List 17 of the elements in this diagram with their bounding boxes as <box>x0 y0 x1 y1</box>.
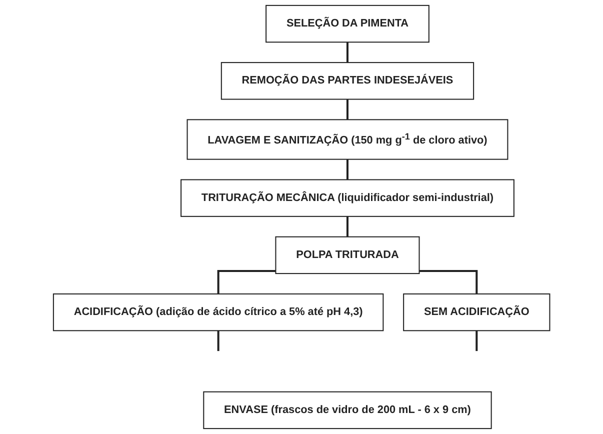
node-box <box>265 4 430 43</box>
connector <box>346 98 348 120</box>
node-box <box>180 179 514 217</box>
node-box <box>402 293 550 332</box>
node-box <box>203 391 492 430</box>
connector <box>476 330 478 352</box>
node-box <box>275 236 420 274</box>
connector <box>346 215 348 237</box>
connector <box>217 330 220 352</box>
flowchart: SELEÇÃO DA PIMENTA REMOÇÃO DAS PARTES INDESEJÁVEIS LAVAGEM E SANITIZAÇÃO (150 mg g$^{-1}$ de cloro ativo) TRITURAÇÃO MECÂNICA (liquidificador semi-industrial) POLPA TRITURADA ACIDIFICAÇÃO (adição de ácido cítrico a 5% até pH 4,3) SEM ACIDIFICAÇÃO ENVASE (frascos de vidro de 200 mL - 6 x 9 cm) <box>48 0 556 434</box>
connector <box>346 158 348 180</box>
node-box <box>186 119 508 160</box>
connector <box>217 270 276 294</box>
connector <box>419 270 478 294</box>
connector <box>346 41 348 63</box>
node-box <box>220 62 474 100</box>
node-box <box>52 293 384 332</box>
